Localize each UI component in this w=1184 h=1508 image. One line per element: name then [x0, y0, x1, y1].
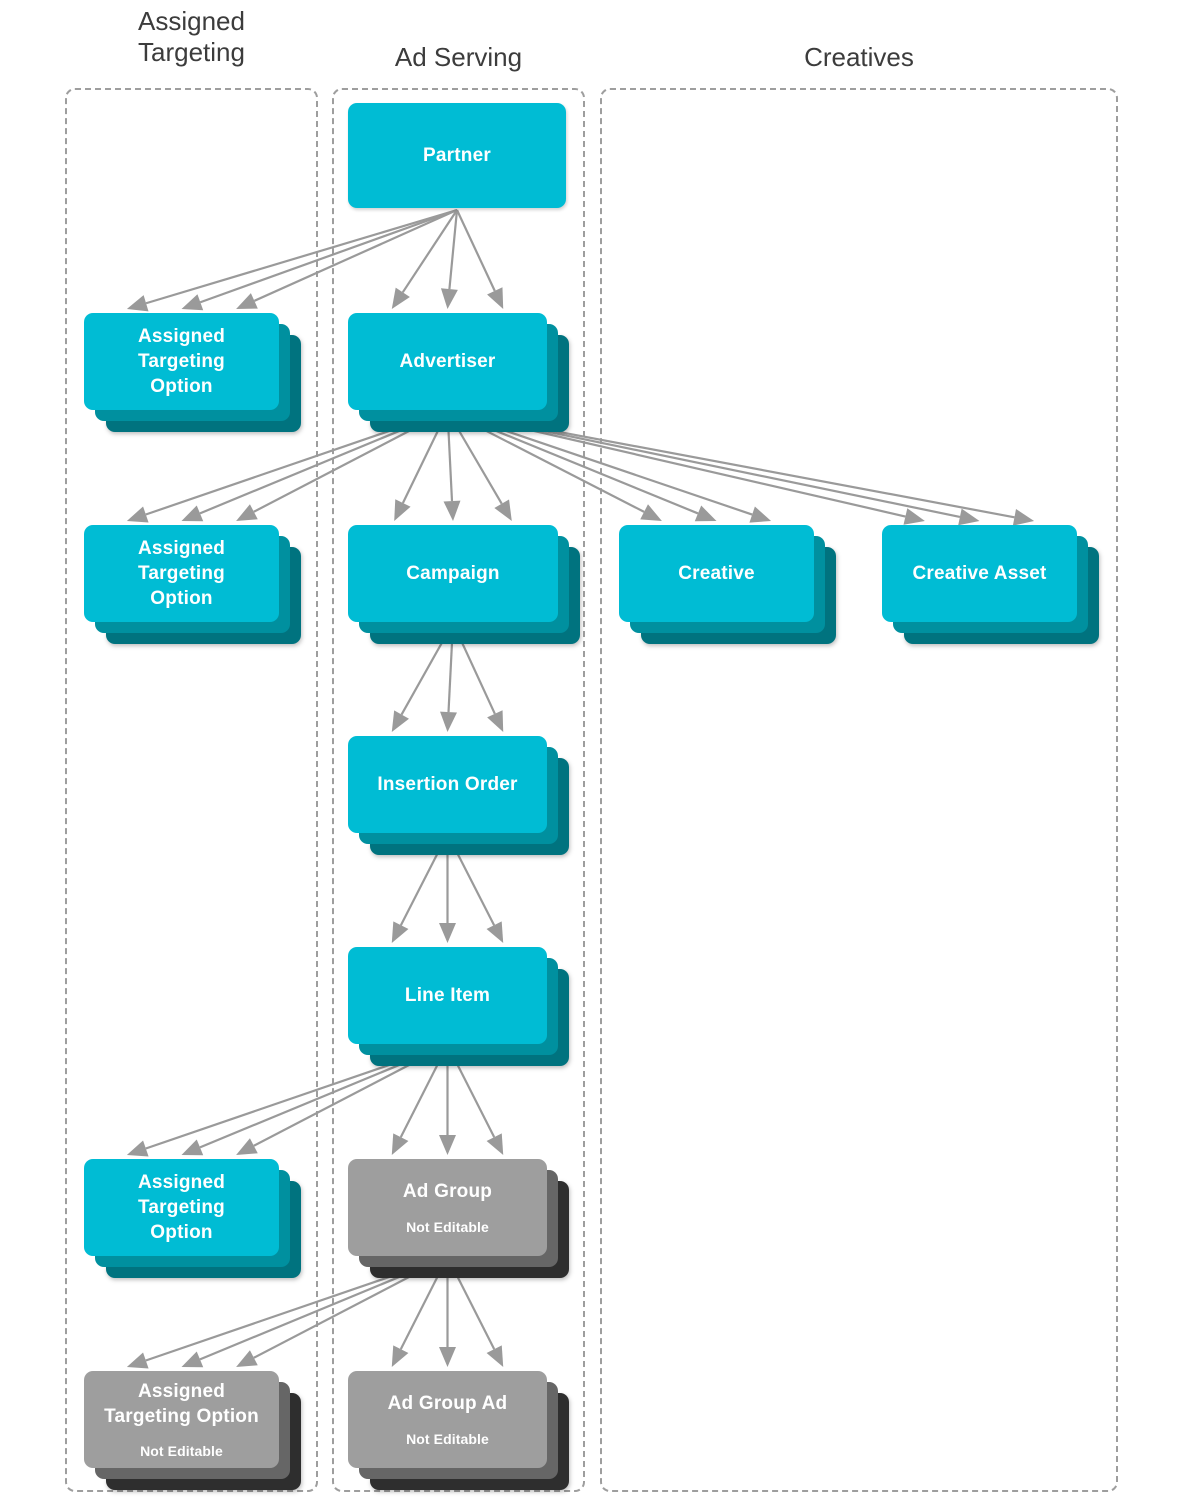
arrow-head	[391, 1345, 409, 1367]
arrow-head	[439, 923, 456, 943]
node-face: Line Item	[348, 947, 547, 1044]
arrow-head	[391, 287, 410, 309]
node-label: Ad Group	[402, 1181, 493, 1203]
node-label: Line Item	[404, 984, 491, 1006]
arrow-line	[448, 209, 459, 290]
arrow-head	[236, 1138, 258, 1155]
node-insertion-order[interactable]: Insertion Order	[348, 736, 569, 855]
arrow-head	[439, 1135, 456, 1155]
arrow-head	[236, 504, 258, 521]
arrow-head	[494, 499, 512, 521]
node-creative[interactable]: Creative	[619, 525, 836, 644]
arrow-head	[126, 295, 149, 312]
node-advertiser[interactable]: Advertiser	[348, 313, 569, 432]
node-face: Creative	[619, 525, 814, 622]
node-face: Creative Asset	[882, 525, 1077, 622]
arrow-head	[640, 504, 662, 521]
node-assigned-targeting-option-advertiser[interactable]: Assigned Targeting Option	[84, 525, 301, 644]
arrow-head	[487, 287, 504, 309]
node-assigned-targeting-option-line-item[interactable]: Assigned Targeting Option	[84, 1159, 301, 1278]
arrow-line	[456, 209, 496, 292]
node-note: Not Editable	[140, 1443, 223, 1460]
arrow-line	[401, 209, 458, 293]
column-header-1: Ad Serving	[394, 42, 523, 72]
node-label: Insertion Order	[377, 773, 518, 795]
node-face: Insertion Order	[348, 736, 547, 833]
arrow-head	[181, 1351, 204, 1368]
node-ad-group-ad[interactable]: Ad Group Ad Not Editable	[348, 1371, 569, 1490]
node-face: Ad Group Ad Not Editable	[348, 1371, 547, 1468]
arrow-head	[487, 710, 504, 732]
arrow-head	[694, 505, 717, 522]
node-creative-asset[interactable]: Creative Asset	[882, 525, 1099, 644]
region-assigned-targeting	[65, 88, 318, 1492]
arrow-head	[443, 500, 461, 521]
arrow-line	[199, 208, 458, 304]
arrow-head	[181, 1139, 204, 1156]
node-label: Assigned Targeting Option	[104, 1380, 259, 1428]
region-creatives	[600, 88, 1118, 1492]
node-line-item[interactable]: Line Item	[348, 947, 569, 1066]
node-partner[interactable]: Partner	[348, 103, 566, 208]
arrow-head	[440, 711, 457, 732]
arrow-line	[253, 208, 458, 302]
arrow-head	[903, 508, 925, 525]
arrow-head	[394, 499, 411, 521]
arrow-head	[126, 1140, 149, 1157]
node-face: Campaign	[348, 525, 558, 622]
column-header-0: Assigned Targeting	[138, 6, 245, 67]
arrow-head	[181, 505, 204, 522]
arrow-head	[440, 288, 458, 309]
arrow-head	[126, 1352, 149, 1369]
arrow-head	[958, 508, 980, 526]
arrow-head	[391, 921, 409, 943]
node-face: Assigned Targeting Option	[84, 1159, 279, 1256]
arrow-head	[486, 1345, 504, 1367]
node-label: Assigned Targeting Option	[137, 325, 226, 398]
node-note: Not Editable	[406, 1218, 489, 1235]
node-face: Assigned Targeting Option	[84, 313, 279, 410]
node-face: Assigned Targeting Option	[84, 525, 279, 622]
arrow-head	[391, 1133, 409, 1155]
node-label: Assigned Targeting Option	[137, 1171, 226, 1244]
node-assigned-targeting-option-partner[interactable]: Assigned Targeting Option	[84, 313, 301, 432]
arrow-head	[236, 1350, 258, 1367]
node-campaign[interactable]: Campaign	[348, 525, 580, 644]
arrow-line	[145, 208, 458, 305]
node-label: Partner	[423, 144, 491, 166]
node-note: Not Editable	[406, 1430, 489, 1447]
node-label: Assigned Targeting Option	[137, 537, 226, 610]
node-label: Ad Group Ad	[387, 1393, 508, 1415]
region-ad-serving	[332, 88, 585, 1492]
arrow-head	[486, 921, 504, 943]
node-label: Creative Asset	[912, 562, 1047, 584]
arrow-head	[439, 1347, 456, 1367]
arrow-head	[391, 710, 409, 732]
node-label: Advertiser	[399, 350, 496, 372]
arrow-head	[749, 506, 772, 523]
arrow-head	[181, 294, 204, 311]
node-label: Campaign	[406, 562, 500, 584]
node-label: Creative	[678, 562, 755, 584]
arrow-head	[236, 293, 258, 309]
column-header-2: Creatives	[804, 42, 914, 72]
arrow-head	[486, 1133, 504, 1155]
arrow-head	[126, 506, 149, 523]
node-face: Advertiser	[348, 313, 547, 410]
arrow-head	[1012, 508, 1035, 526]
node-face: Partner	[348, 103, 566, 208]
